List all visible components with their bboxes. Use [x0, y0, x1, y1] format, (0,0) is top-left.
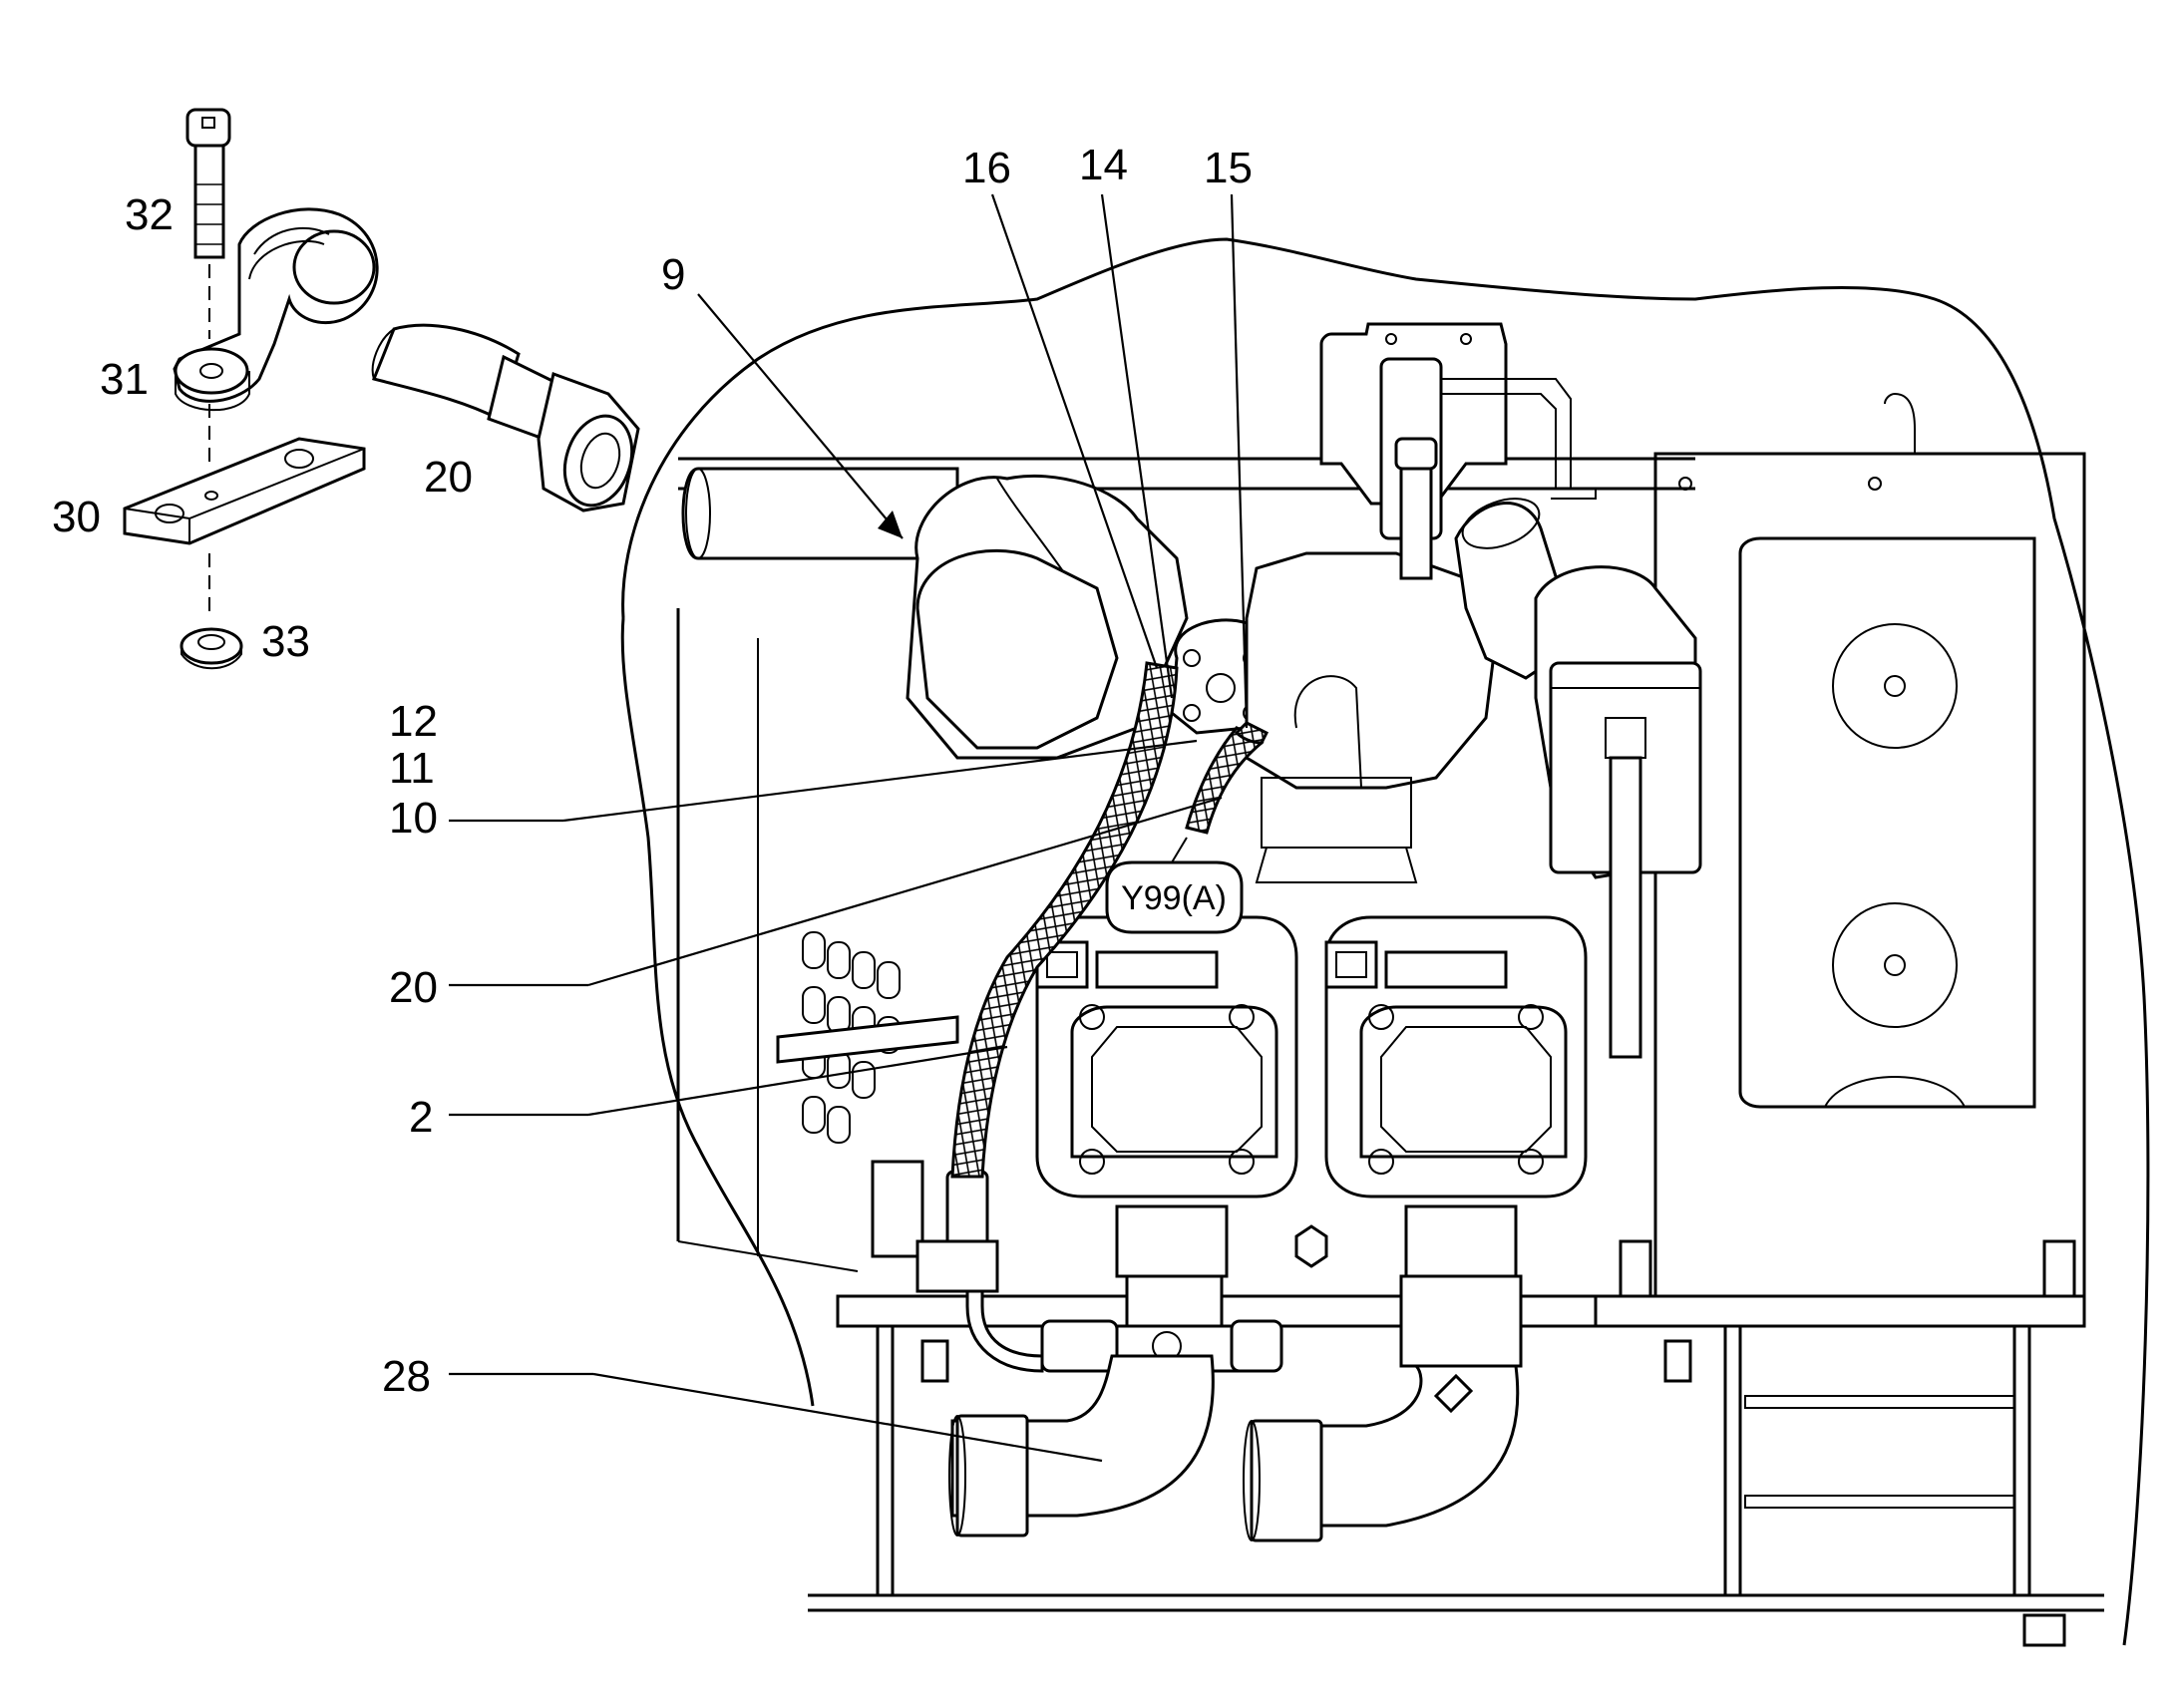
callout-20-detail: 20 [424, 453, 473, 502]
callout-30: 30 [52, 493, 101, 541]
callout-9: 9 [661, 250, 685, 299]
detail-view [123, 108, 640, 670]
washer-icon [180, 627, 243, 670]
callout-31: 31 [100, 355, 149, 404]
callout-15: 15 [1204, 144, 1253, 192]
pump-right [1324, 915, 1588, 1368]
callout-20: 20 [389, 963, 438, 1012]
pump-left [1035, 915, 1298, 1338]
callout-2: 2 [409, 1093, 433, 1142]
clamp-icon [173, 207, 379, 412]
callout-11: 11 [389, 744, 435, 793]
tag-label: Y99(A) [1121, 879, 1227, 917]
callout-12: 12 [389, 697, 438, 746]
plate-icon [123, 437, 366, 545]
callout-32: 32 [125, 190, 174, 239]
hose-fitting-icon [371, 323, 640, 512]
bolt-icon [185, 108, 231, 259]
machine-assembly: Y99(A) [620, 237, 2150, 1647]
callout-10: 10 [389, 794, 438, 843]
component-tag: Y99(A) [1105, 860, 1244, 934]
callout-16: 16 [962, 144, 1011, 192]
callout-28: 28 [382, 1352, 431, 1401]
leader-lines [449, 193, 1249, 1463]
callout-33: 33 [261, 617, 310, 666]
callout-14: 14 [1079, 141, 1128, 189]
